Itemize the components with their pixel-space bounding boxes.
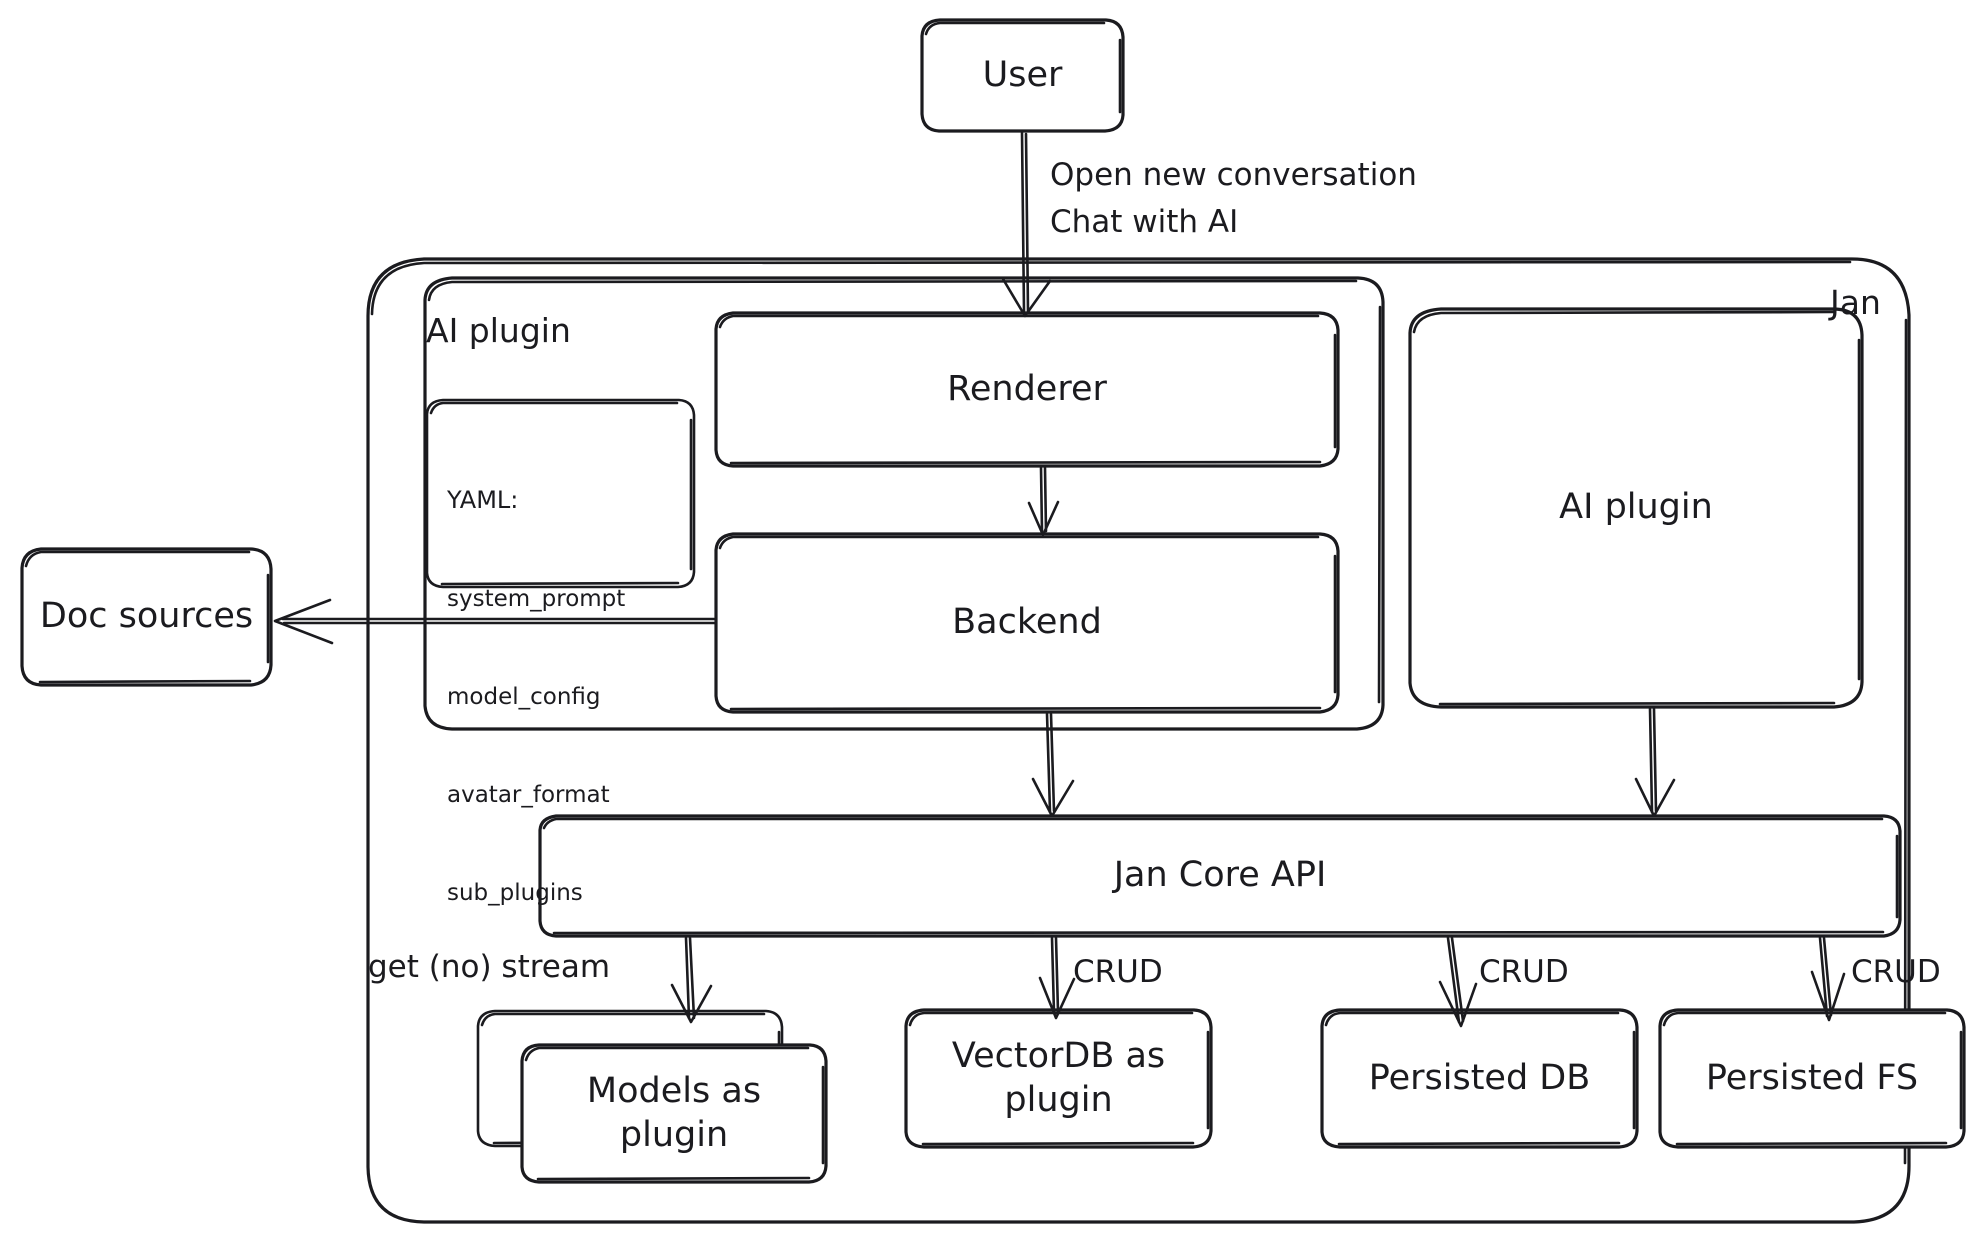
yaml-note-header: YAML:: [447, 486, 519, 515]
edge-jan-core-api-to-persisted-db: [1438, 936, 1478, 1028]
edge-ai-plugin-to-jan-core-api: [1634, 707, 1676, 818]
node-models-as-plugin-shape: [520, 1043, 828, 1184]
yaml-note-key-model-config: model_config: [447, 683, 601, 710]
node-ai-plugin[interactable]: AI plugin: [1410, 309, 1862, 707]
node-persisted-fs-shape: [1658, 1008, 1966, 1149]
node-user-label: User: [982, 54, 1063, 95]
yaml-note-key-sub-plugins: sub_plugins: [447, 879, 583, 906]
edge-jan-core-api-to-models-as-plugin: [670, 936, 713, 1024]
edge-label-open-new-conversation: Open new conversation: [1050, 157, 1417, 193]
node-user[interactable]: User: [922, 20, 1123, 131]
node-persisted-fs[interactable]: Persisted FS: [1660, 1010, 1964, 1147]
group-label-ai-plugin: AI plugin: [426, 311, 571, 350]
node-jan-core-api[interactable]: Jan Core API: [540, 816, 1900, 936]
node-backend-shape: [714, 532, 1340, 714]
edge-label-crud-persisted-fs: CRUD: [1851, 954, 1941, 990]
node-renderer[interactable]: Renderer: [716, 313, 1338, 466]
node-backend[interactable]: Backend: [716, 534, 1338, 712]
group-label-jan: Jan: [1830, 283, 1881, 322]
node-user-shape: [920, 18, 1125, 133]
edge-label-crud-persisted-db: CRUD: [1479, 954, 1569, 990]
node-vectordb-as-plugin-shape: [904, 1008, 1213, 1149]
edge-label-crud-vectordb: CRUD: [1073, 954, 1163, 990]
node-renderer-shape: [714, 311, 1340, 468]
edge-label-chat-with-ai: Chat with AI: [1050, 204, 1239, 240]
node-jan-core-api-label: Jan Core API: [1113, 855, 1327, 896]
edge-backend-to-doc-sources: [273, 598, 716, 645]
yaml-note-key-system-prompt: system_prompt: [447, 585, 626, 612]
node-jan-core-api-shape: [538, 814, 1902, 938]
yaml-note-key-avatar-format: avatar_format: [447, 781, 610, 808]
edge-renderer-to-backend: [1027, 466, 1060, 537]
edge-jan-core-api-to-vectordb-as-plugin: [1038, 936, 1076, 1020]
node-persisted-fs-label: Persisted FS: [1705, 1057, 1919, 1098]
node-doc-sources-label: Doc sources: [39, 596, 254, 637]
node-doc-sources-shape: [20, 547, 273, 687]
node-ai-plugin-shape: [1408, 307, 1864, 709]
edge-user-to-renderer: [1001, 131, 1052, 318]
node-persisted-db-shape: [1320, 1008, 1639, 1149]
node-backend-label: Backend: [952, 602, 1102, 643]
edge-backend-to-jan-core-api: [1031, 712, 1075, 818]
yaml-note: YAML: system_prompt model_config avatar_…: [447, 418, 625, 975]
yaml-note-shape: [425, 398, 696, 589]
node-renderer-label: Renderer: [947, 368, 1107, 409]
edge-label-get-no-stream: get (no) stream: [368, 949, 611, 985]
node-persisted-db-label: Persisted DB: [1368, 1057, 1591, 1098]
node-ai-plugin-label: AI plugin: [1559, 487, 1713, 528]
node-doc-sources[interactable]: Doc sources: [22, 549, 271, 685]
node-persisted-db[interactable]: Persisted DB: [1322, 1010, 1637, 1147]
edge-jan-core-api-to-persisted-fs: [1810, 936, 1846, 1022]
